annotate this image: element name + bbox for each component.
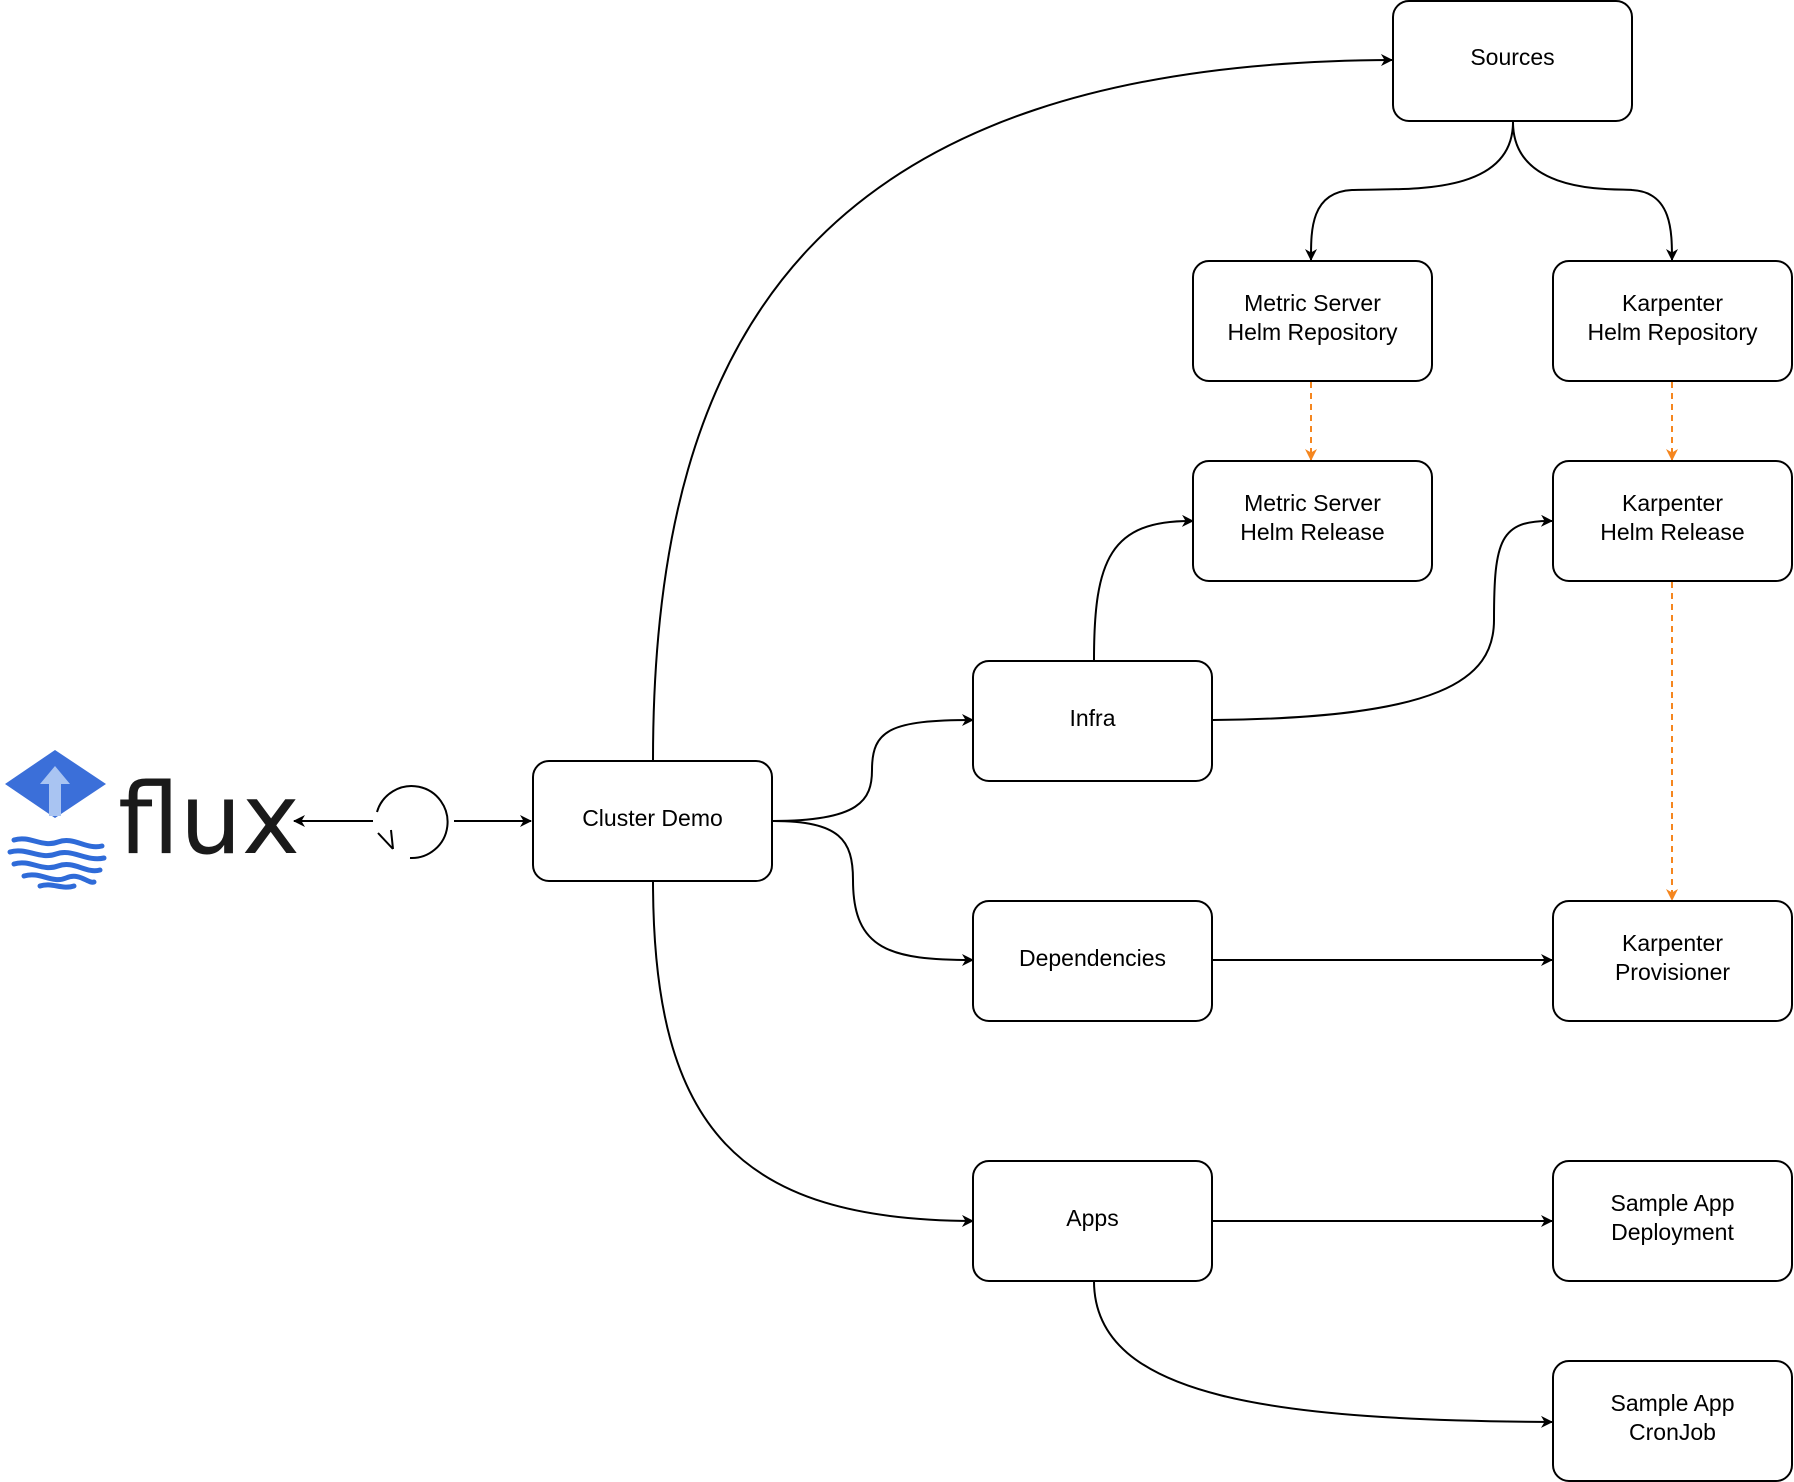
node-karpenter-helm-repository[interactable]: Karpenter Helm Repository bbox=[1552, 260, 1793, 382]
node-dependencies[interactable]: Dependencies bbox=[972, 900, 1213, 1022]
node-cluster-demo[interactable]: Cluster Demo bbox=[532, 760, 773, 882]
nodes: Sources Metric Server Helm Repository Ka… bbox=[532, 0, 1793, 1482]
node-label: Sources bbox=[1470, 44, 1554, 70]
node-metric-server-helm-repository[interactable]: Metric Server Helm Repository bbox=[1192, 260, 1433, 382]
node-label-line2: Helm Release bbox=[1600, 519, 1744, 545]
node-sample-app-deployment[interactable]: Sample App Deployment bbox=[1552, 1160, 1793, 1282]
node-label: Cluster Demo bbox=[582, 805, 723, 831]
edge-apps-to-cronjob bbox=[1093, 1280, 1553, 1428]
edges bbox=[293, 54, 1678, 1428]
flux-up-arrow-icon bbox=[40, 766, 70, 816]
node-label: Infra bbox=[1069, 705, 1115, 731]
node-label-line2: Helm Repository bbox=[1588, 319, 1758, 345]
edge-cluster-to-apps bbox=[652, 880, 974, 1227]
sync-loop-icon bbox=[376, 785, 449, 860]
node-infra[interactable]: Infra bbox=[972, 660, 1213, 782]
node-label-line1: Metric Server bbox=[1244, 290, 1381, 316]
node-label-line2: CronJob bbox=[1629, 1419, 1716, 1445]
node-apps[interactable]: Apps bbox=[972, 1160, 1213, 1282]
node-label-line1: Sample App bbox=[1610, 1390, 1734, 1416]
node-sources[interactable]: Sources bbox=[1392, 0, 1633, 122]
node-label: Dependencies bbox=[1019, 945, 1166, 971]
flux-logo-text: flux bbox=[118, 763, 300, 877]
node-label-line2: Deployment bbox=[1611, 1219, 1734, 1245]
node-label-line1: Sample App bbox=[1610, 1190, 1734, 1216]
flux-waves-icon bbox=[7, 836, 107, 890]
node-label-line1: Karpenter bbox=[1622, 930, 1723, 956]
node-sample-app-cronjob[interactable]: Sample App CronJob bbox=[1552, 1360, 1793, 1482]
edge-infra-to-metric-release bbox=[1093, 514, 1194, 661]
edge-cluster-to-dependencies bbox=[772, 820, 974, 966]
node-karpenter-helm-release[interactable]: Karpenter Helm Release bbox=[1552, 460, 1793, 582]
node-label: Apps bbox=[1066, 1205, 1118, 1231]
node-karpenter-provisioner[interactable]: Karpenter Provisioner bbox=[1552, 900, 1793, 1022]
edge-sources-to-metric-repo bbox=[1304, 121, 1514, 261]
edge-sources-to-karpenter-repo bbox=[1512, 121, 1678, 261]
node-label-line1: Metric Server bbox=[1244, 490, 1381, 516]
flux-logo: flux bbox=[5, 750, 300, 890]
node-label-line2: Helm Release bbox=[1240, 519, 1384, 545]
edge-infra-to-karpenter-release bbox=[1212, 514, 1553, 721]
node-label-line1: Karpenter bbox=[1622, 490, 1723, 516]
edge-cluster-to-infra bbox=[772, 714, 974, 822]
edge-cluster-to-sources bbox=[652, 54, 1393, 761]
node-label-line2: Provisioner bbox=[1615, 959, 1730, 985]
node-label-line1: Karpenter bbox=[1622, 290, 1723, 316]
node-label-line2: Helm Repository bbox=[1228, 319, 1398, 345]
node-metric-server-helm-release[interactable]: Metric Server Helm Release bbox=[1192, 460, 1433, 582]
